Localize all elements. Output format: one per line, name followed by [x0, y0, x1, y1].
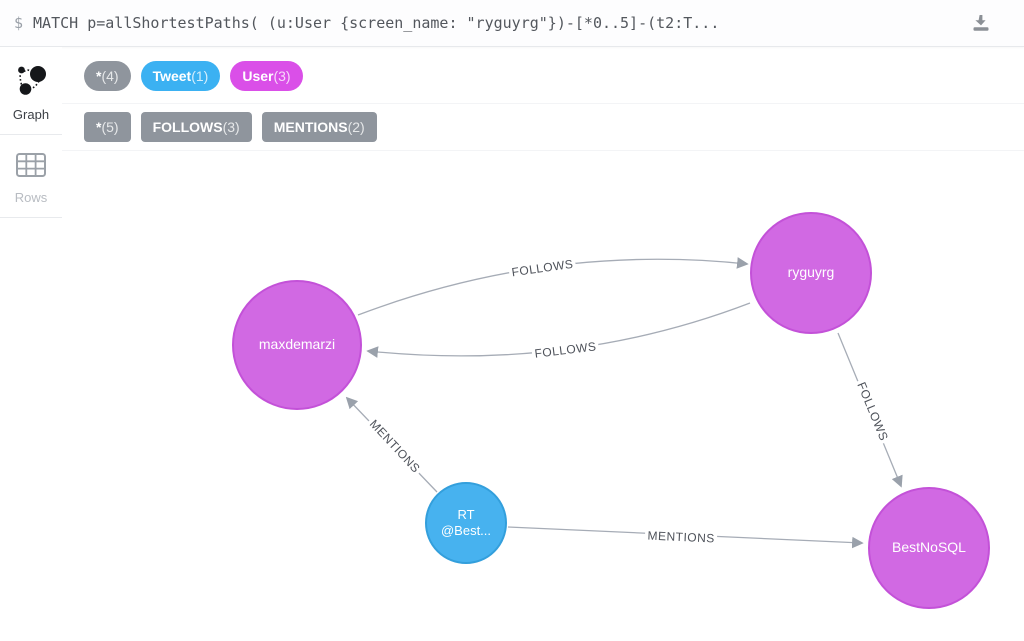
node-label-pill-tweet[interactable]: Tweet(1): [140, 61, 221, 91]
pill-label: User: [242, 68, 274, 84]
edge-follows-maxdemarzi-ryguyrg[interactable]: [357, 257, 749, 316]
rows-icon: [16, 153, 46, 177]
node-label: ryguyrg: [787, 264, 835, 281]
graph-icon: [18, 66, 46, 95]
graph-node-rt-tweet[interactable]: RT @Best...: [425, 482, 507, 564]
query-editor-bar[interactable]: $ MATCH p=allShortestPaths( (u:User {scr…: [0, 0, 1024, 47]
pill-label: *: [96, 119, 102, 135]
edge-follows-ryguyrg-maxdemarzi[interactable]: [366, 302, 751, 358]
cypher-query-text[interactable]: MATCH p=allShortestPaths( (u:User {scree…: [33, 14, 720, 32]
edge-label: MENTIONS: [367, 417, 423, 476]
graph-node-ryguyrg[interactable]: ryguyrg: [750, 212, 872, 334]
graph-node-maxdemarzi[interactable]: maxdemarzi: [232, 280, 362, 410]
graph-node-bestnosql[interactable]: BestNoSQL: [868, 487, 990, 609]
pill-label: FOLLOWS: [152, 119, 223, 135]
node-label-pill-all[interactable]: *(4): [84, 61, 131, 91]
pill-label: MENTIONS: [273, 119, 348, 135]
edge-mentions-rt-bestnosql[interactable]: [507, 526, 864, 549]
edge-follows-ryguyrg-bestnosql[interactable]: [837, 332, 903, 488]
download-button[interactable]: [964, 6, 998, 40]
node-label: RT @Best...: [440, 506, 492, 538]
cypher-prompt: $: [14, 14, 24, 32]
pill-count: (4): [101, 68, 119, 84]
edge-mentions-rt-maxdemarzi[interactable]: [345, 396, 438, 493]
sidebar-item-graph-label: Graph: [12, 107, 50, 122]
edge-label: FOLLOWS: [511, 257, 575, 280]
pill-count: (1): [191, 68, 209, 84]
edge-label: FOLLOWS: [854, 380, 891, 443]
pill-label: Tweet: [152, 68, 192, 84]
pill-count: (3): [222, 119, 240, 135]
edge-label: MENTIONS: [647, 529, 715, 546]
rel-type-pill-mentions[interactable]: MENTIONS(2): [261, 112, 377, 142]
rel-type-pill-follows[interactable]: FOLLOWS(3): [140, 112, 252, 142]
pill-count: (3): [273, 68, 291, 84]
pill-count: (5): [101, 119, 119, 135]
node-label-filter-row: *(4) Tweet(1) User(3): [62, 58, 1024, 94]
rel-type-pill-all[interactable]: *(5): [84, 112, 131, 142]
download-icon: [973, 15, 989, 31]
edge-label: FOLLOWS: [534, 339, 597, 360]
sidebar-item-graph[interactable]: Graph: [0, 47, 62, 135]
sidebar-item-rows[interactable]: Rows: [0, 135, 62, 218]
pill-label: *: [96, 68, 102, 84]
result-view-sidebar: Graph Rows: [0, 47, 62, 641]
pill-count: (2): [347, 119, 365, 135]
node-label: maxdemarzi: [258, 336, 336, 353]
node-label-pill-user[interactable]: User(3): [230, 61, 303, 91]
relationship-type-filter-row: *(5) FOLLOWS(3) MENTIONS(2): [62, 103, 1024, 151]
node-label: BestNoSQL: [892, 539, 966, 556]
sidebar-item-rows-label: Rows: [14, 190, 48, 205]
